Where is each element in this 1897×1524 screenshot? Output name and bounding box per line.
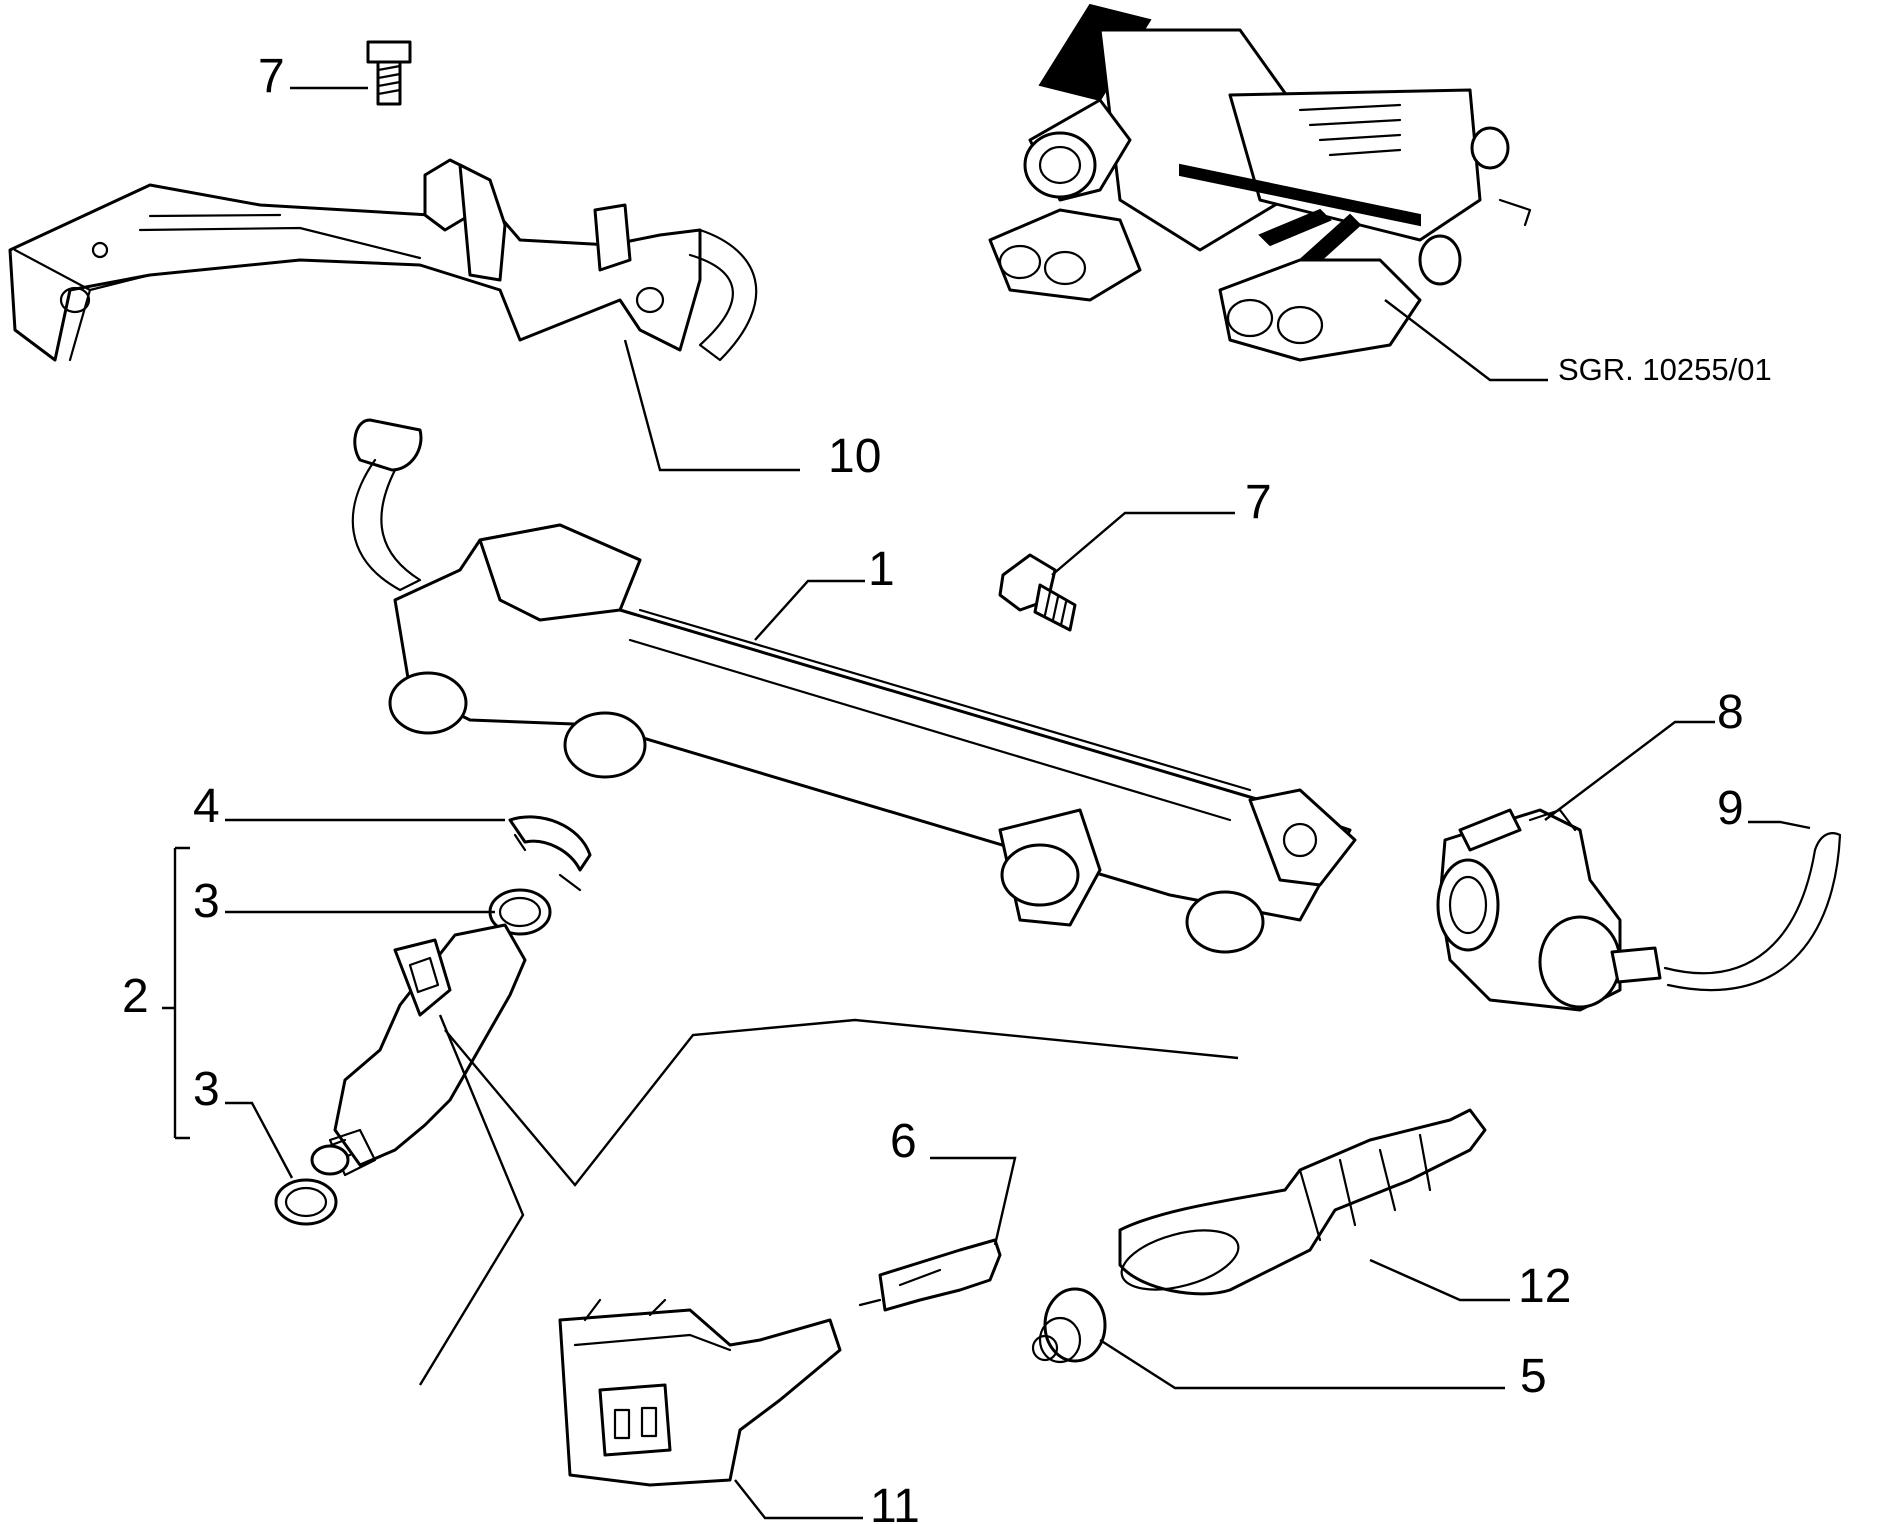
- label-5: 5: [1520, 1350, 1547, 1403]
- label-9: 9: [1717, 782, 1744, 835]
- injector-drawing: [310, 923, 527, 1177]
- connector-drawing: [558, 1298, 842, 1487]
- label-11: 11: [870, 1480, 920, 1524]
- label-1: 1: [868, 543, 895, 596]
- bolt-top-drawing: [366, 40, 412, 106]
- label-3-upper: 3: [193, 875, 220, 928]
- label-10: 10: [828, 430, 881, 483]
- leader-lines: [162, 86, 1811, 1520]
- retaining-clip-drawing: [508, 815, 592, 892]
- terminal-drawing: [858, 1238, 1002, 1312]
- grommet-drawing: [1031, 1287, 1107, 1364]
- bolt-middle-drawing: [998, 553, 1077, 632]
- label-8: 8: [1717, 686, 1744, 739]
- protective-boot-drawing: [1118, 1108, 1487, 1296]
- label-6: 6: [890, 1115, 917, 1168]
- label-3-lower: 3: [193, 1063, 220, 1116]
- seal-lower-drawing: [274, 1178, 338, 1226]
- label-2: 2: [122, 970, 149, 1023]
- label-7-top: 7: [258, 50, 285, 103]
- reference-code: SGR. 10255/01: [1558, 352, 1772, 387]
- intake-manifold-drawing: [988, 3, 1532, 362]
- vacuum-hose-drawing: [1663, 832, 1842, 991]
- bracket-drawing: [8, 158, 758, 362]
- label-4: 4: [193, 780, 220, 833]
- pressure-regulator-drawing: [1436, 808, 1662, 1012]
- fuel-rail-drawing: [351, 418, 1357, 954]
- label-7-middle: 7: [1245, 476, 1272, 529]
- label-12: 12: [1518, 1260, 1571, 1313]
